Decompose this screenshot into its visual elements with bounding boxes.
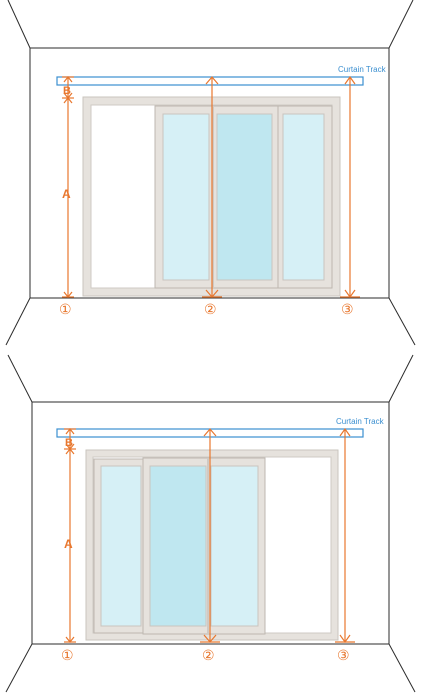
panel-bottom: Curtain Track B A ① ② ③ <box>5 354 416 693</box>
marker-3: ③ <box>337 647 350 663</box>
measure-lines <box>62 75 360 299</box>
curtain-track <box>56 76 364 86</box>
marker-3: ③ <box>341 301 354 317</box>
curtain-track-label: Curtain Track <box>338 65 387 74</box>
marker-2: ② <box>202 647 215 663</box>
measure-lines <box>64 427 355 644</box>
label-b: B <box>65 437 73 449</box>
label-b: B <box>63 85 71 97</box>
marker-1: ① <box>61 647 74 663</box>
label-a: A <box>64 537 73 551</box>
room-walls <box>5 0 416 346</box>
label-a: A <box>62 187 71 201</box>
window-sliding-door <box>85 449 339 641</box>
marker-1: ① <box>59 301 72 317</box>
curtain-track-label: Curtain Track <box>336 417 385 426</box>
marker-2: ② <box>204 301 217 317</box>
room-walls <box>5 354 416 693</box>
panel-top: Curtain Track B A ① ② <box>5 0 416 346</box>
